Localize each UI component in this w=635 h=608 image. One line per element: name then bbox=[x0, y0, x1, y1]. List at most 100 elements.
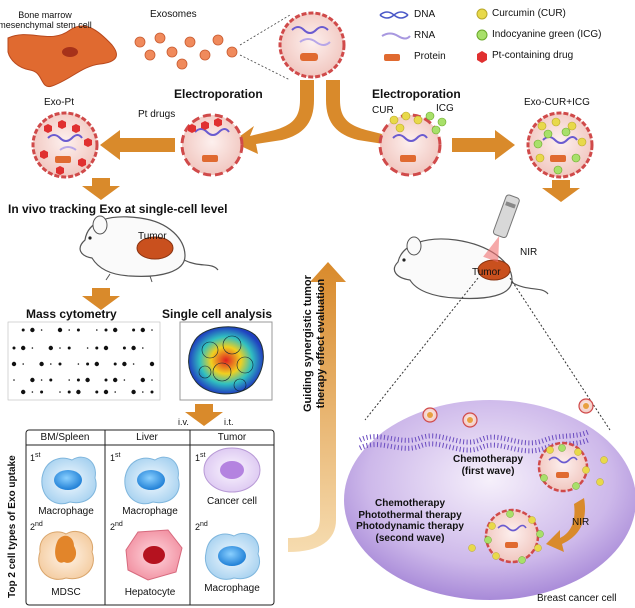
label-it: i.t. bbox=[224, 417, 234, 427]
arrow-right bbox=[452, 130, 515, 160]
label-electroporation-left: Electroporation bbox=[174, 87, 263, 101]
cytometry-dot bbox=[104, 378, 108, 382]
rank-first-bm: 1st bbox=[30, 452, 41, 463]
cytometry-dot bbox=[94, 361, 100, 367]
label-electroporation-right: Electroporation bbox=[372, 87, 461, 101]
exosome-pt bbox=[31, 111, 99, 179]
cytometry-dot bbox=[123, 379, 126, 381]
label-bm-cell: Bone marrow mesenchymal stem cell bbox=[0, 10, 92, 30]
cytometry-dot bbox=[31, 347, 34, 349]
cytometry-dot bbox=[85, 377, 90, 383]
cytometry-dot bbox=[59, 391, 61, 393]
outer-exos bbox=[468, 456, 608, 552]
cytometry-dot bbox=[58, 362, 62, 366]
cytometry-dot bbox=[149, 361, 155, 367]
label-cur: CUR bbox=[372, 105, 394, 116]
cytometry-dot bbox=[76, 389, 81, 395]
exosome-dots bbox=[134, 32, 238, 70]
laser-pen bbox=[483, 194, 520, 263]
cytometry-dot bbox=[31, 391, 34, 393]
cell-liver-second bbox=[125, 529, 183, 581]
label-in-vivo: In vivo tracking Exo at single-cell leve… bbox=[8, 202, 228, 216]
legend-dna: DNA bbox=[414, 9, 436, 20]
cytometry-dot bbox=[150, 390, 154, 394]
legend-pt: Pt-containing drug bbox=[492, 50, 574, 61]
cytometry-dot bbox=[131, 389, 136, 395]
cytometry-dot bbox=[114, 391, 116, 393]
cytometry-dot bbox=[142, 391, 144, 393]
exosome-top bbox=[278, 11, 346, 79]
single-cell-map bbox=[179, 321, 273, 401]
rank-second-tumor: 2nd bbox=[195, 521, 208, 532]
cytometry-dot bbox=[21, 389, 26, 395]
dna-icon bbox=[379, 11, 409, 19]
cytometry-dot bbox=[40, 379, 43, 381]
cytometry-dot bbox=[67, 390, 71, 394]
col-liver: Liver bbox=[136, 432, 158, 443]
cytometry-dot bbox=[68, 329, 70, 331]
legend-rna: RNA bbox=[414, 30, 436, 41]
cell-label-tumor-second: Macrophage bbox=[204, 583, 260, 594]
cytometry-dot bbox=[13, 379, 15, 381]
small-exo-2 bbox=[462, 412, 478, 428]
arrow-down-2 bbox=[542, 180, 580, 202]
cytometry-dot bbox=[132, 328, 136, 332]
cytometry-dot bbox=[77, 363, 80, 365]
icg-icon bbox=[476, 29, 488, 41]
cell-label-tumor-first: Cancer cell bbox=[206, 496, 258, 507]
cell-label-bm-second: MDSC bbox=[51, 587, 81, 598]
col-tumor: Tumor bbox=[217, 432, 247, 443]
label-breast: Breast cancer cell bbox=[537, 593, 617, 604]
cytometry-dot bbox=[103, 345, 109, 351]
zoom-lines bbox=[239, 14, 291, 81]
cytometry-dot bbox=[30, 377, 35, 383]
cell-bm-first bbox=[41, 456, 97, 505]
mass-cytometry-plot bbox=[7, 321, 161, 401]
cytometry-dot bbox=[113, 362, 117, 366]
label-tumor-right: Tumor bbox=[472, 267, 501, 278]
curcumin-icon bbox=[476, 8, 488, 20]
label-mass-cytometry: Mass cytometry bbox=[26, 307, 117, 321]
cell-liver-first bbox=[124, 456, 180, 505]
rank-second-bm: 2nd bbox=[30, 521, 43, 532]
cytometry-dot bbox=[40, 329, 43, 331]
cytometry-dot bbox=[30, 327, 35, 333]
cytometry-dot bbox=[21, 328, 25, 332]
stem-cell-shape bbox=[7, 25, 117, 88]
cytometry-dot bbox=[86, 362, 90, 366]
stem-cell-nucleus bbox=[62, 47, 78, 57]
cytometry-dot bbox=[95, 346, 99, 350]
protein-icon bbox=[384, 54, 400, 61]
cytometry-dot bbox=[59, 347, 61, 349]
cytometry-dot bbox=[21, 345, 26, 351]
exosome-second-wave bbox=[484, 508, 544, 564]
cytometry-dot bbox=[113, 327, 118, 333]
cytometry-dot bbox=[39, 361, 44, 367]
cytometry-dot bbox=[122, 361, 127, 367]
cell-tumor-first bbox=[203, 447, 261, 493]
label-iv: i.v. bbox=[178, 417, 189, 427]
rank-first-tumor: 1st bbox=[195, 452, 206, 463]
arrow-down-3 bbox=[82, 288, 120, 310]
label-pt-drugs: Pt drugs bbox=[138, 109, 176, 120]
label-exosomes: Exosomes bbox=[150, 9, 197, 20]
cytometry-dot bbox=[151, 329, 153, 331]
legend-protein: Protein bbox=[414, 51, 446, 62]
cytometry-dot bbox=[48, 345, 53, 351]
label-exo-pt: Exo-Pt bbox=[44, 97, 75, 108]
label-nir-bottom: NIR bbox=[572, 517, 590, 528]
cytometry-dot bbox=[67, 346, 71, 350]
small-exo-3 bbox=[578, 398, 594, 414]
rank-first-liver: 1st bbox=[110, 452, 121, 463]
label-tumor-left: Tumor bbox=[138, 231, 167, 242]
cell-label-liver-first: Macrophage bbox=[122, 506, 178, 517]
cytometry-dot bbox=[49, 378, 53, 382]
cytometry-dot bbox=[76, 328, 80, 332]
small-exo-1 bbox=[422, 407, 438, 423]
cytometry-dot bbox=[11, 361, 17, 367]
label-chemo-second: Chemotherapy Photothermal therapy Photod… bbox=[356, 498, 464, 544]
cell-label-liver-second: Hepatocyte bbox=[124, 587, 176, 598]
pt-drug-icon bbox=[477, 51, 487, 63]
cell-bm-second bbox=[38, 530, 94, 580]
